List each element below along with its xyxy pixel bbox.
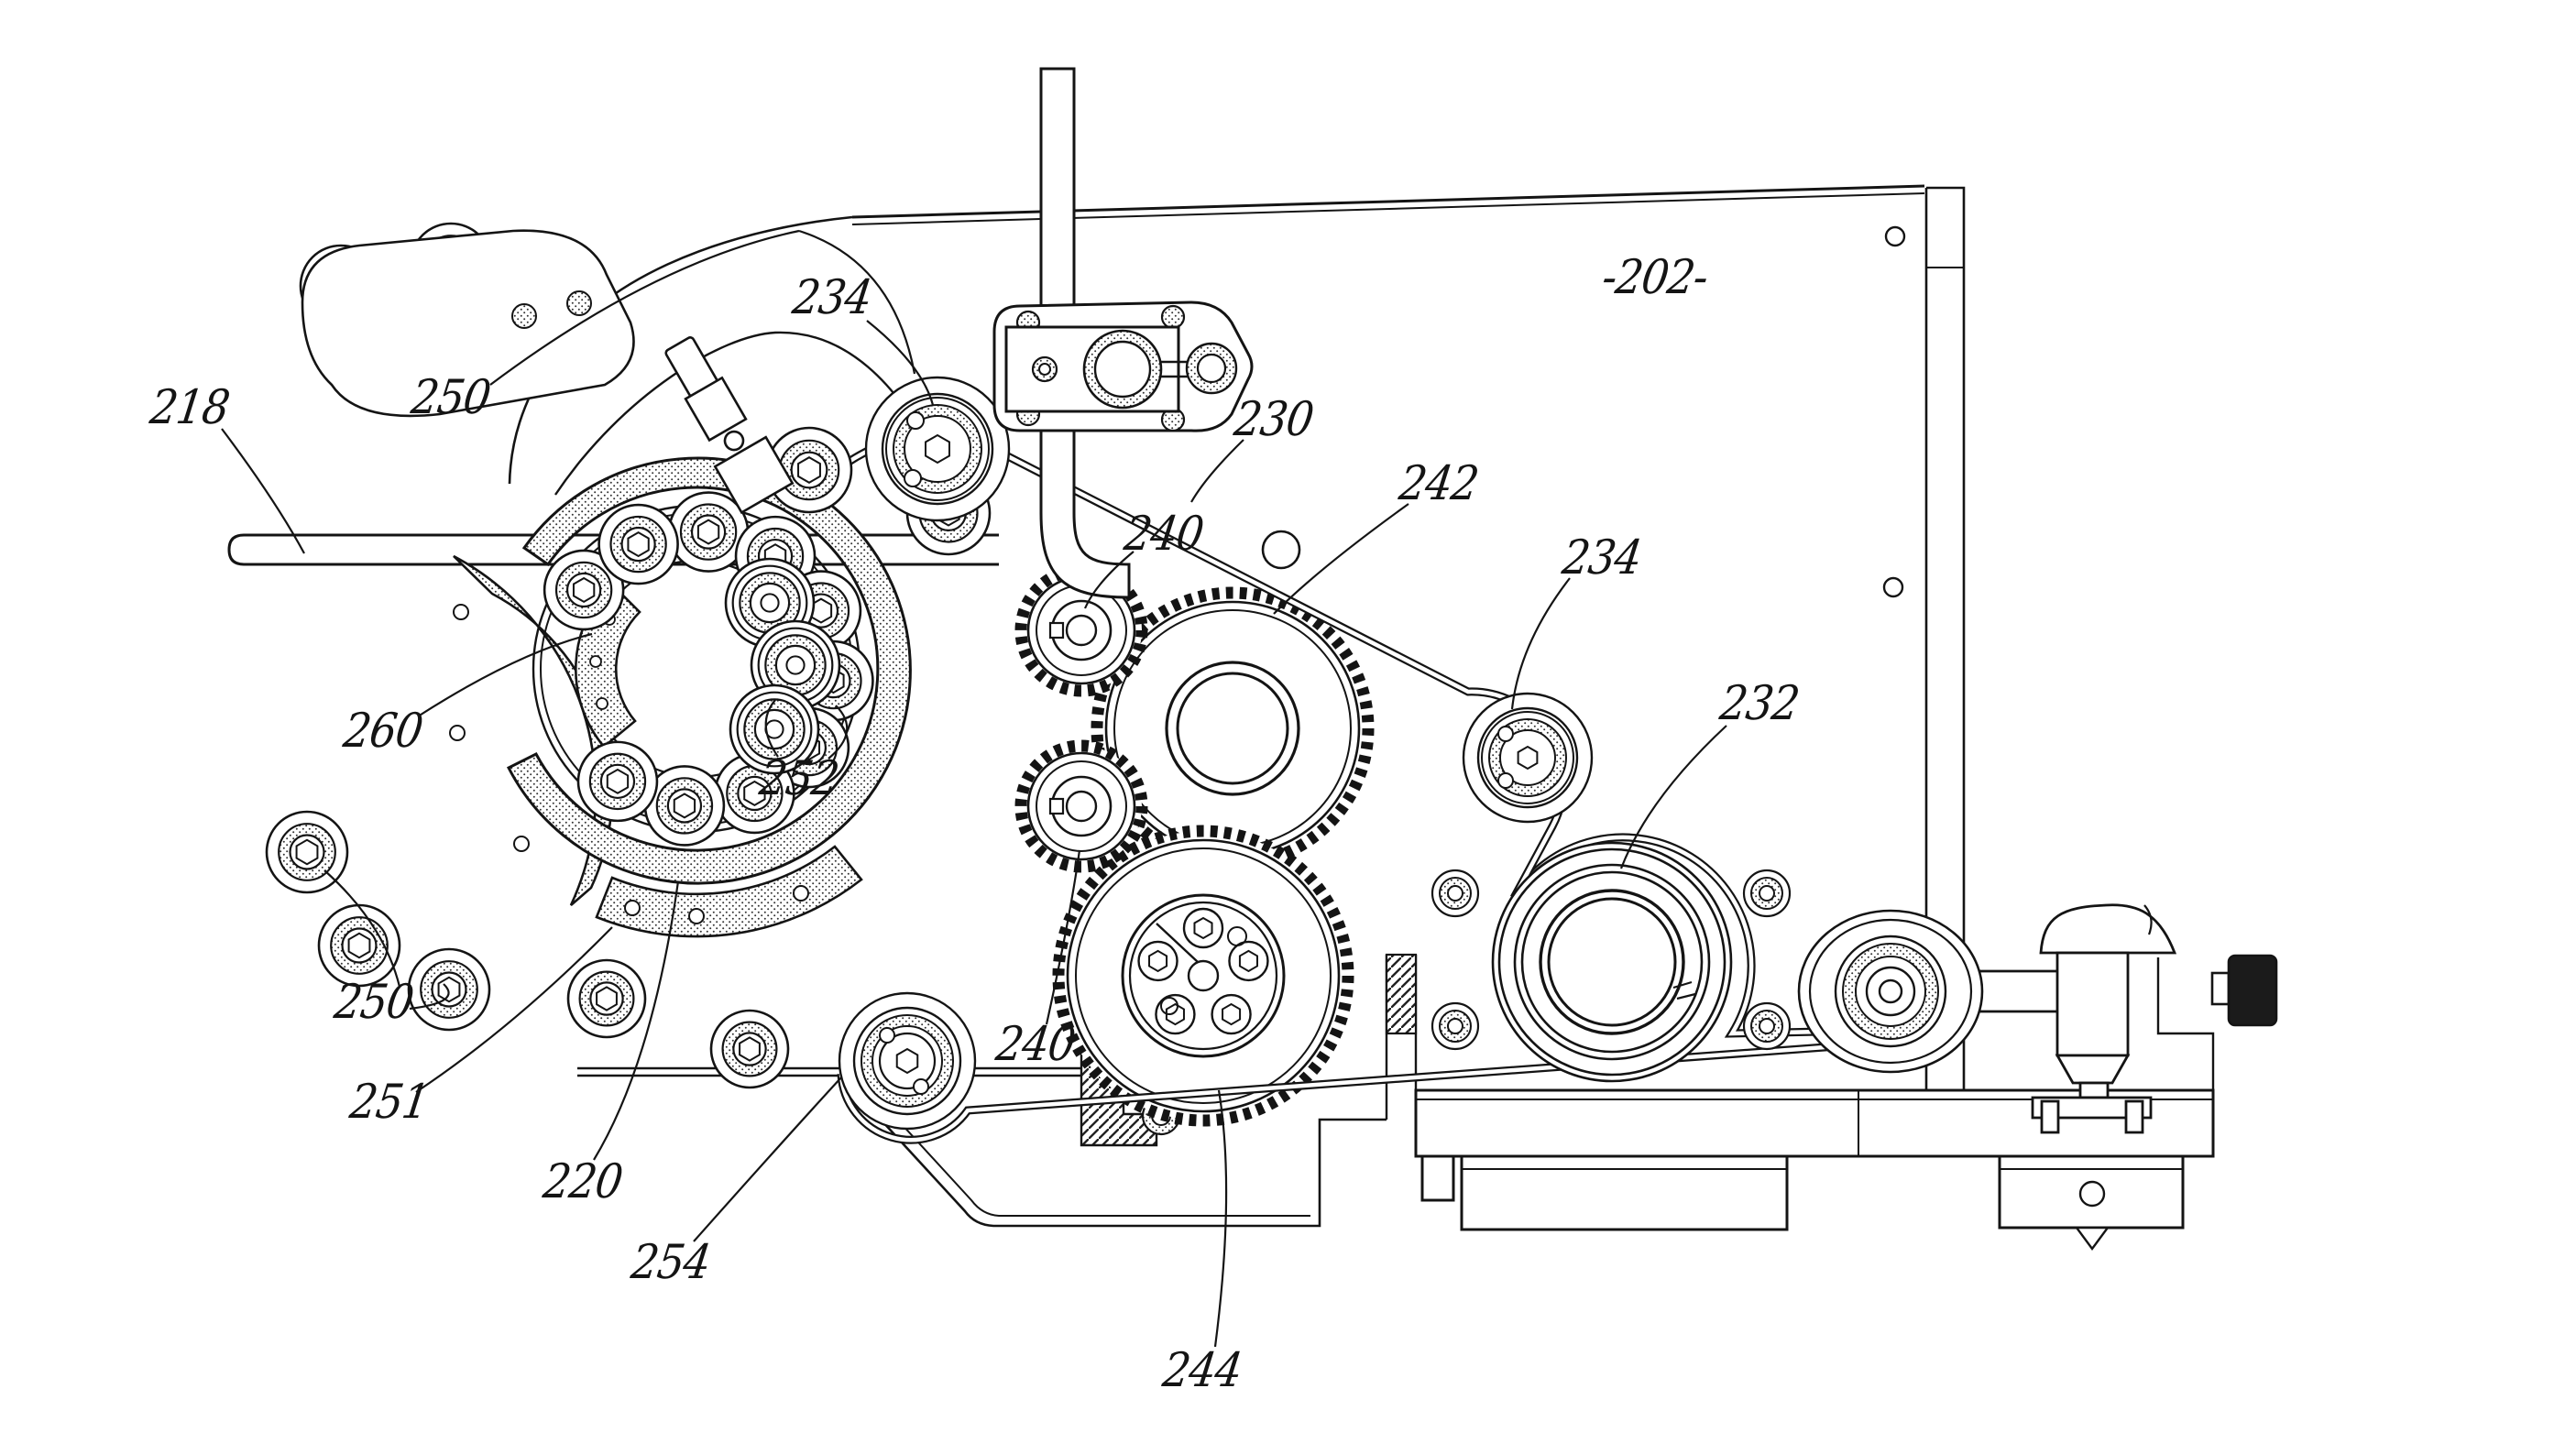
ref-label-250-left: 250	[331, 974, 417, 1030]
leader-254	[693, 1077, 842, 1242]
leader-250-top	[798, 229, 916, 375]
leader-240-upper	[1083, 551, 1135, 609]
leader-230	[1190, 439, 1244, 503]
ref-label-230: 230	[1231, 391, 1317, 447]
mount-grommets	[1431, 869, 1792, 1051]
leader-250-left	[409, 983, 450, 1011]
ref-label-260: 260	[340, 703, 426, 759]
ref-label-220: 220	[540, 1153, 626, 1209]
upper-left-plate	[301, 229, 635, 418]
ref-label-242: 242	[1396, 455, 1482, 511]
leader-lines	[221, 229, 1727, 1348]
leader-252	[828, 705, 849, 760]
leader-234-top	[866, 320, 935, 406]
ref-label-240-upper: 240	[1121, 506, 1207, 562]
leader-218	[221, 428, 305, 554]
leader-220	[593, 880, 680, 1161]
leader-242	[1273, 503, 1409, 615]
ref-label-250-top: 250	[408, 369, 494, 425]
base-assembly	[1080, 957, 2215, 1252]
gear-train	[1014, 563, 1375, 1127]
leader-244	[1213, 1089, 1228, 1348]
vertical-rod	[1039, 67, 1131, 599]
right-shaft-assembly	[1979, 969, 2066, 1013]
leader-252	[764, 699, 779, 758]
ref-label-254: 254	[628, 1234, 714, 1290]
ref-label-251: 251	[346, 1074, 433, 1130]
plunger[interactable]	[2031, 903, 2177, 1134]
ref-label-202: -202-	[1598, 249, 1712, 305]
ref-label-244: 244	[1159, 1342, 1245, 1398]
ref-label-240-lower: 240	[992, 1016, 1079, 1072]
ref-label-232: 232	[1716, 675, 1803, 731]
leader-260	[417, 632, 593, 717]
leader-234-right	[1510, 577, 1571, 710]
ref-label-234-right: 234	[1559, 530, 1645, 585]
tension-screw	[664, 336, 795, 515]
clamp-bracket	[992, 301, 1254, 432]
leader-250-left	[323, 869, 401, 988]
ref-label-234-top: 234	[789, 269, 875, 325]
bore-ring-232	[1491, 841, 1733, 1083]
leader-232	[1619, 725, 1727, 869]
knurled-knob[interactable]	[2210, 954, 2278, 1027]
leader-250-top	[489, 229, 800, 386]
frame-plate	[508, 184, 1966, 1228]
leader-251	[415, 926, 613, 1093]
guide-segment-lower	[595, 845, 863, 938]
pulleys	[838, 376, 1984, 1131]
leader-240-lower	[1045, 849, 1081, 1025]
ref-label-252: 252	[756, 750, 842, 806]
ref-label-218: 218	[147, 379, 233, 435]
